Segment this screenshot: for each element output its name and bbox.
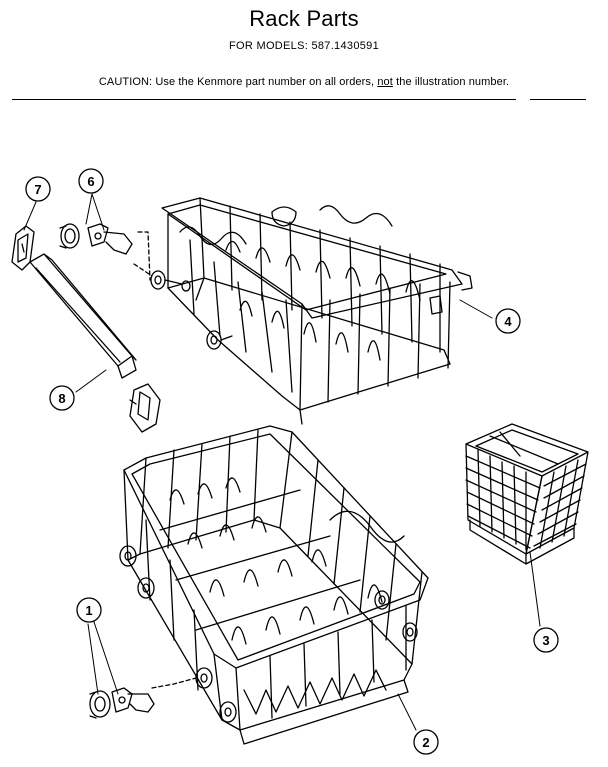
- callout-leaders: [23, 193, 541, 731]
- callout-label-6: 6: [87, 174, 94, 189]
- callout-8: 8: [49, 385, 75, 411]
- lower-rack-icon: [119, 425, 429, 745]
- silverware-basket-icon: [465, 423, 589, 565]
- models-value: 587.1430591: [311, 40, 379, 52]
- track-rail-icon: [29, 253, 161, 433]
- callout-4: 4: [495, 308, 521, 334]
- callout-label-1: 1: [85, 603, 92, 618]
- models-label: FOR MODELS:: [229, 40, 309, 52]
- leader-4: [459, 299, 493, 319]
- leader-3: [529, 551, 541, 627]
- callout-7: 7: [25, 176, 51, 202]
- header-divider-short: [530, 99, 586, 100]
- callout-label-4: 4: [504, 314, 512, 329]
- callout-6: 6: [78, 168, 104, 194]
- callout-label-2: 2: [422, 735, 429, 750]
- leader-2: [397, 693, 417, 731]
- roller-wheel-icon: [89, 687, 155, 719]
- leader-1: [87, 621, 119, 695]
- callout-1: 1: [76, 597, 102, 623]
- leader-6: [85, 193, 105, 231]
- leader-7: [23, 201, 37, 231]
- callout-label-8: 8: [58, 391, 65, 406]
- roller-axle-icon: [59, 223, 133, 255]
- header-divider: [12, 99, 516, 100]
- leader-8: [75, 369, 107, 393]
- callout-2: 2: [413, 729, 439, 755]
- caution-prefix: CAUTION: Use the Kenmore part number on …: [98, 76, 378, 88]
- page-title: Rack Parts: [249, 6, 359, 31]
- callout-label-3: 3: [542, 633, 549, 648]
- caution-note: CAUTION: Use the Kenmore part number on …: [0, 76, 608, 88]
- callout-label-7: 7: [34, 182, 41, 197]
- caution-suffix: the illustration number.: [392, 76, 510, 88]
- models-line: FOR MODELS: 587.1430591: [0, 40, 608, 52]
- upper-rack-icon: [133, 197, 473, 425]
- callout-3: 3: [533, 627, 559, 653]
- caution-emphasis: not: [377, 76, 393, 88]
